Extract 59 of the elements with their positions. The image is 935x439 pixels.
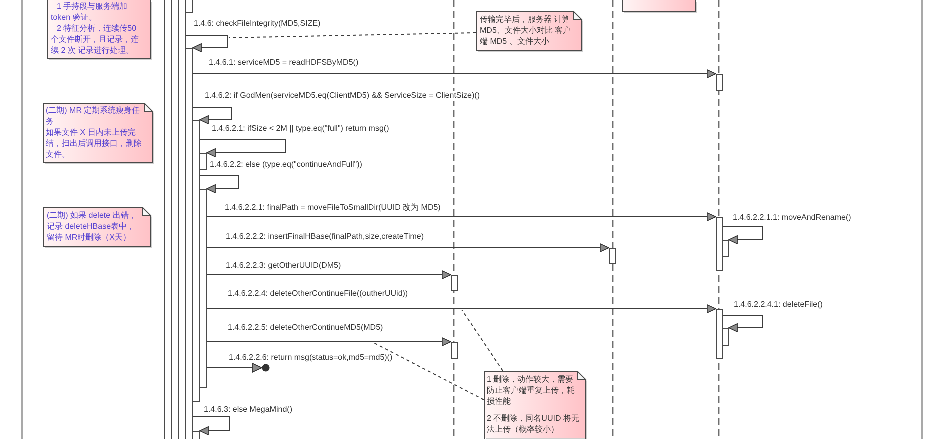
self-call-arrow xyxy=(192,108,232,124)
self-call-arrow xyxy=(200,140,286,158)
message-arrow xyxy=(206,244,610,252)
note-text: 如果文件 X 日内未上传完结，扫出后调用接口，删除文件。 xyxy=(46,127,143,160)
activation-bar xyxy=(716,309,723,359)
activation-bar xyxy=(164,0,172,439)
activation-bar xyxy=(451,275,458,291)
message-label: 1.4.6.2.2.3: getOtherUUID(DM5) xyxy=(225,261,342,271)
leader-line xyxy=(462,310,504,372)
message-arrow xyxy=(206,363,270,373)
note-text: 1 删除，动作较大，需要防止客户端重复上传，耗损性能 xyxy=(487,374,576,407)
message-label: 1.4.6.2.2.1.1: moveAndRename() xyxy=(732,213,852,223)
activation-bar xyxy=(185,0,193,13)
message-label: 1.4.6.3: else MegaMind() xyxy=(203,405,294,415)
activation-bar xyxy=(722,328,729,346)
message-label: 1.4.6.2.2.4.1: deleteFile() xyxy=(733,300,824,310)
message-label: 1.4.6.2.2: else (type.eq("continueAndFull")) xyxy=(209,160,364,170)
message-label: 1.4.6.2.2.4: deleteOtherContinueFile((outherUUid)) xyxy=(227,289,410,299)
message-arrow xyxy=(206,212,716,222)
message-arrow xyxy=(206,270,452,280)
message-label: 1.4.6.2.2.1: finalPath = moveFileToSmallDir(UUID 改为 MD5) xyxy=(224,203,442,213)
activation-bar xyxy=(722,240,729,257)
note-text: 2 不删除，同名UUID 将无法上传（概率较小） xyxy=(487,413,580,435)
message-arrow xyxy=(206,304,716,314)
activation-bar xyxy=(199,153,207,170)
self-call-arrow xyxy=(186,36,228,52)
activation-bar xyxy=(192,431,200,439)
note-text: (二期) MR 定期系统瘦身任务 xyxy=(46,105,142,127)
leader-line xyxy=(372,342,484,400)
note-box xyxy=(622,0,698,14)
activation-bar xyxy=(716,74,723,91)
note xyxy=(43,207,153,249)
note xyxy=(484,371,588,439)
note xyxy=(47,0,153,61)
message-arrow xyxy=(206,338,452,346)
message-label: 1.4.6.2.1: ifSize < 2M || type.eq("full") return msg() xyxy=(211,124,390,134)
leader-line xyxy=(228,32,476,38)
message-label: 1.4.6.2.2.2: insertFinalHBase(finalPath,size,createTime) xyxy=(225,232,426,242)
self-call-arrow xyxy=(192,416,230,436)
note xyxy=(43,103,155,165)
note-text: 传输完毕后，服务器 计算MD5、文件大小对比 客户端 MD5 、文件大小 xyxy=(480,14,572,47)
self-call-arrow xyxy=(722,226,764,244)
activation-bar xyxy=(716,217,723,271)
message-label: 1.4.6.2: if GodMen(serviceMD5.eq(ClientMD5) && ServiceSize = ClientSize)() xyxy=(204,91,481,101)
message-arrow xyxy=(192,70,716,78)
note xyxy=(476,11,584,53)
note-text: 2 特征分析，连续传50个文件断开，且记录，连续 2 次 记录进行处理。 xyxy=(51,23,140,56)
activation-bar xyxy=(451,342,458,359)
self-call-arrow xyxy=(200,176,240,194)
message-label: 1.4.6.2.2.5: deleteOtherContinueMD5(MD5) xyxy=(227,323,384,333)
activation-bar xyxy=(609,248,616,264)
message-label: 1.4.6.2.2.6: return msg(status=ok,md5=md5)() xyxy=(228,353,394,363)
message-label: 1.4.6: checkFileIntegrity(MD5,SIZE) xyxy=(193,19,322,29)
activation-bar xyxy=(192,120,200,402)
note-text: 1 手持段与服务端加token 验证。 xyxy=(51,1,129,23)
self-call-arrow xyxy=(722,316,764,332)
activation-bar xyxy=(199,189,207,388)
note-text: (二期) 如果 delete 出错，记录 deleteHBase表中，留待 MR时删除（X天） xyxy=(47,210,138,243)
message-label: 1.4.6.1: serviceMD5 = readHDFSByMD5() xyxy=(208,58,360,68)
